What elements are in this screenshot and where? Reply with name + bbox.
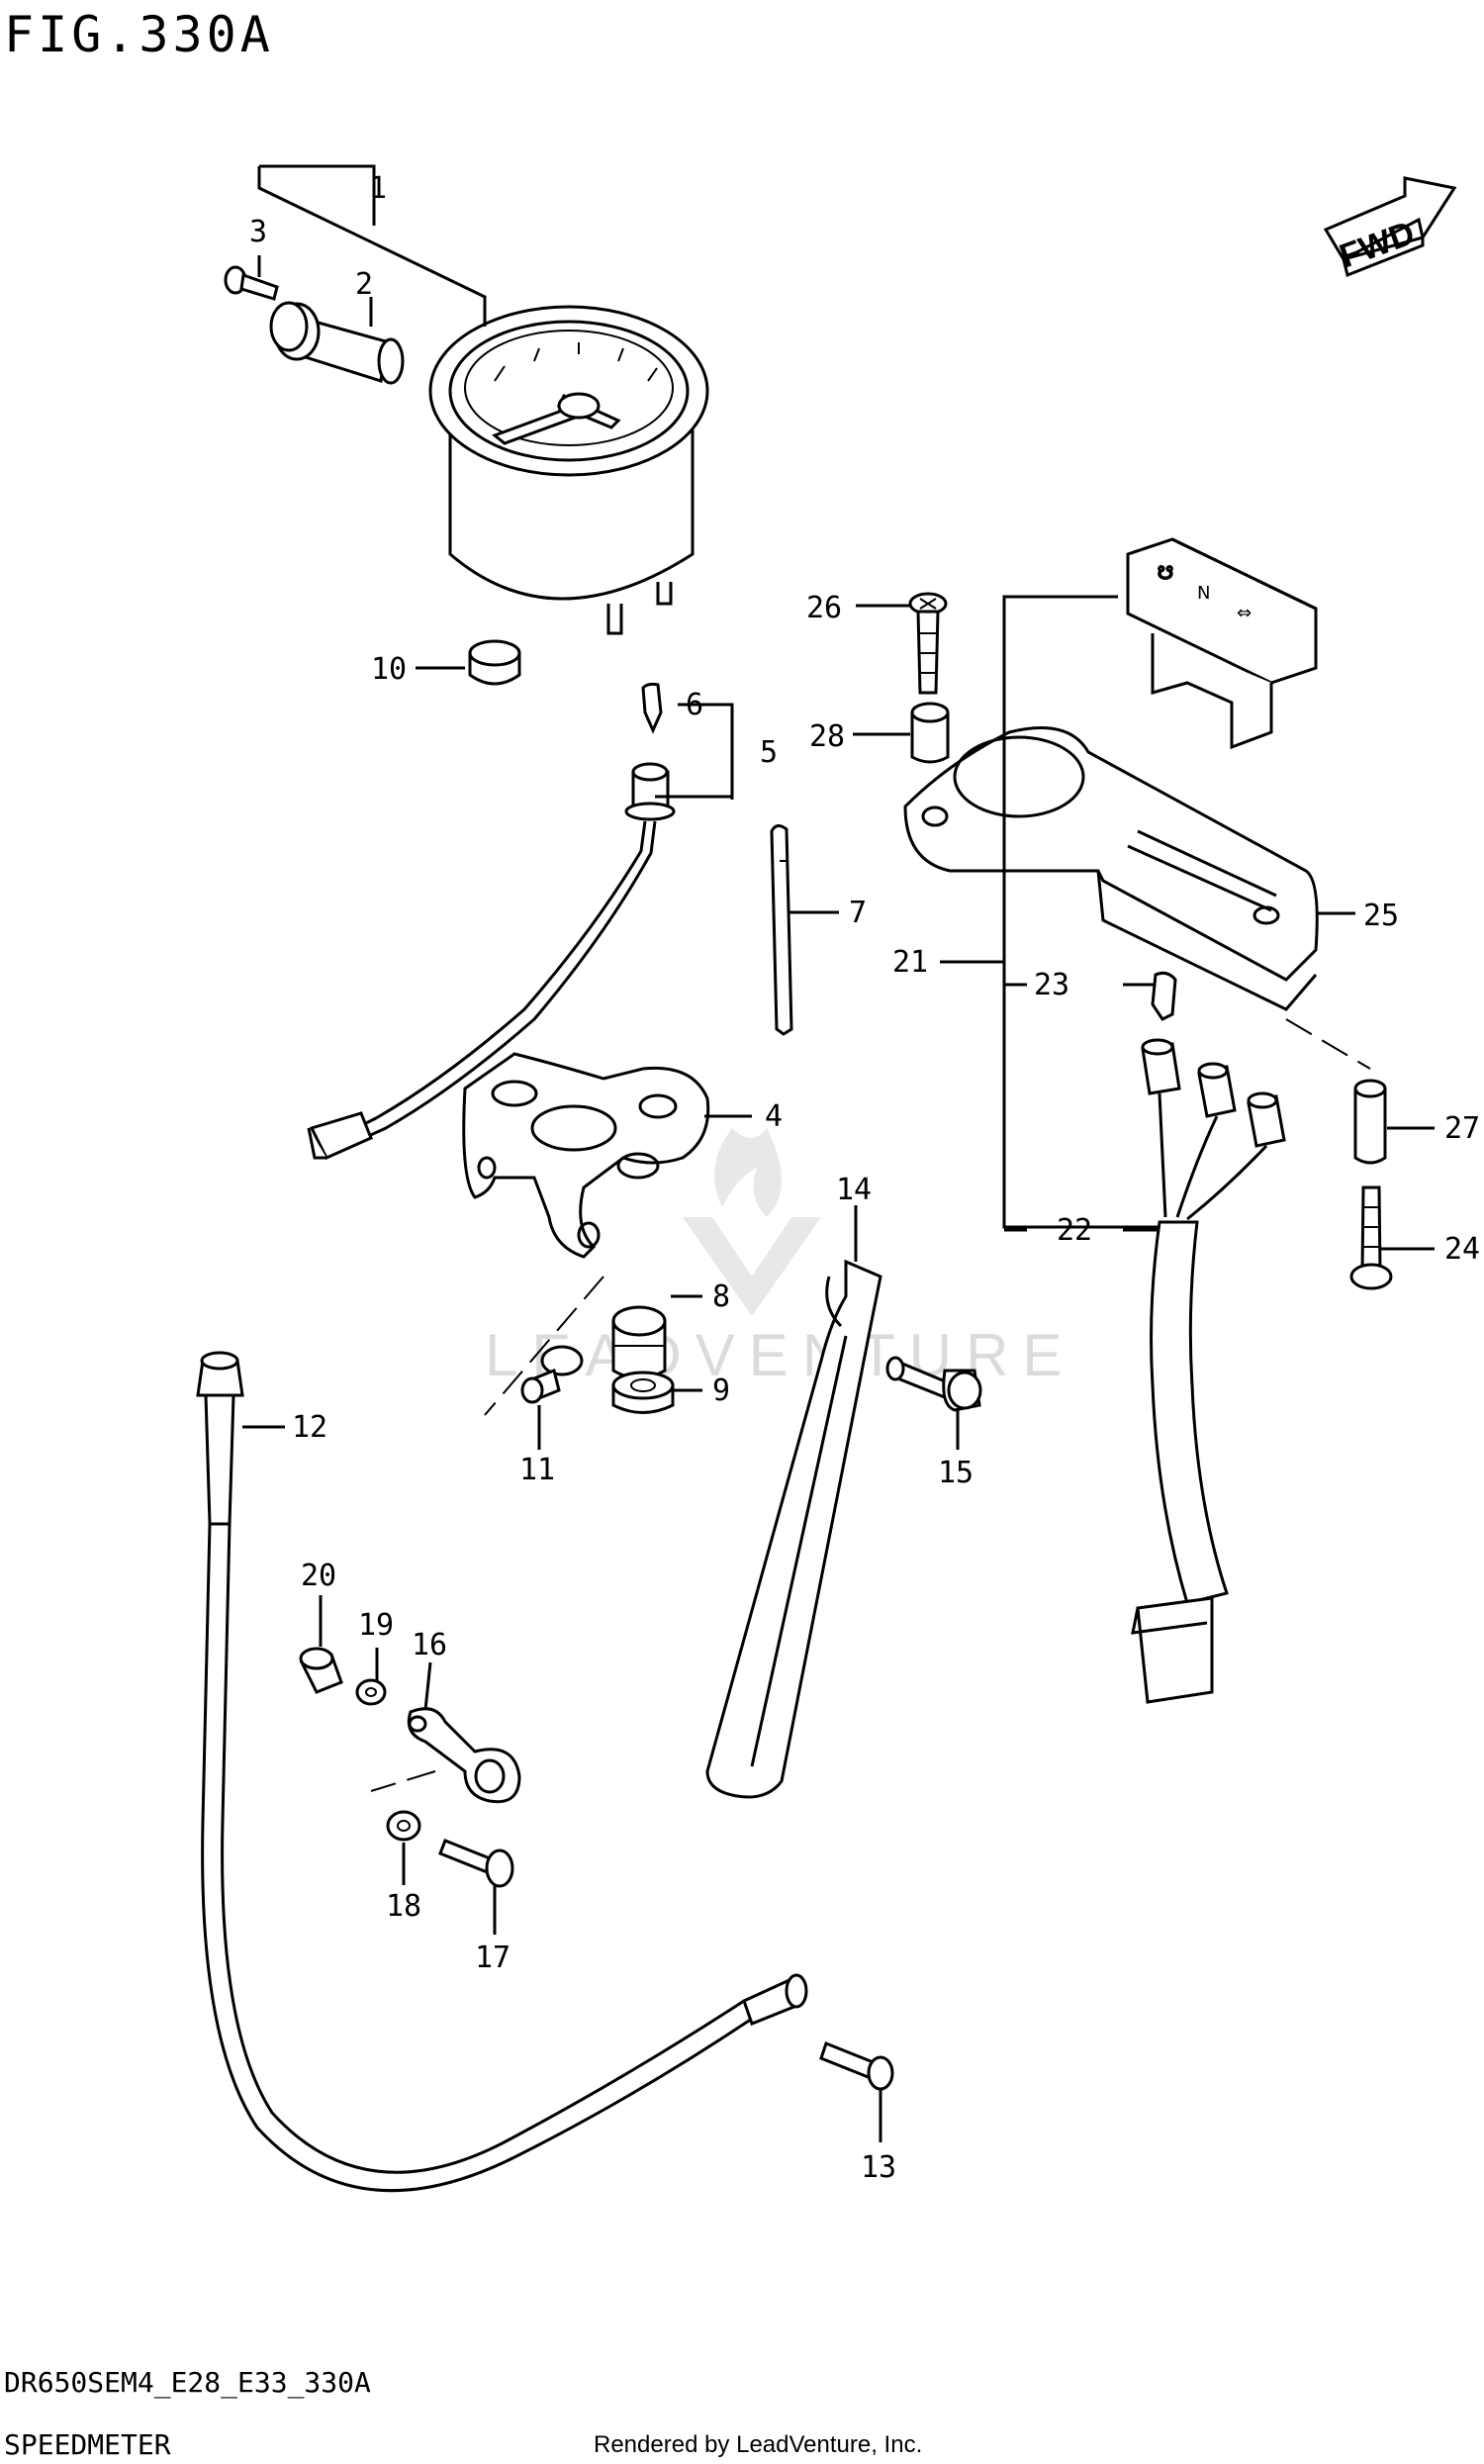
callout-4: 4 — [765, 1099, 783, 1134]
callout-12: 12 — [292, 1410, 327, 1445]
callout-labels: 1 2 3 4 5 6 7 8 9 10 11 12 13 14 15 16 1… — [249, 171, 1480, 2185]
indicator-symbol-1: ☋ — [1158, 563, 1173, 584]
callout-22: 22 — [1057, 1213, 1092, 1248]
callout-6: 6 — [686, 688, 703, 722]
spacer-28-part — [910, 702, 950, 764]
callout-10: 10 — [371, 652, 407, 687]
washer-19-part — [355, 1678, 387, 1706]
callout-17: 17 — [475, 1941, 510, 1975]
meter-stay-part — [705, 1259, 882, 1799]
callout-24: 24 — [1444, 1232, 1480, 1267]
cap-part — [468, 639, 521, 686]
callout-8: 8 — [712, 1279, 730, 1314]
callout-16: 16 — [412, 1628, 447, 1662]
nut-20-part — [299, 1647, 343, 1694]
callout-26: 26 — [806, 591, 842, 625]
callout-20: 20 — [301, 1559, 336, 1593]
callout-5: 5 — [760, 735, 778, 770]
callout-21: 21 — [892, 945, 928, 980]
tie-strap-part — [770, 824, 793, 1036]
indicator-housing-part — [903, 726, 1319, 1011]
meter-bracket-part — [462, 1052, 710, 1416]
fwd-arrow-icon: FWD — [1323, 176, 1457, 278]
grommet-part — [611, 1305, 667, 1379]
callout-9: 9 — [712, 1374, 730, 1408]
callout-11: 11 — [519, 1453, 555, 1487]
indicator-symbol-2: N — [1197, 583, 1210, 604]
bulb-part — [641, 682, 663, 734]
indicator-symbol-3: ⇔ — [1237, 603, 1252, 623]
model-code: DR650SEM4_E28_E33_330A — [4, 2366, 371, 2400]
callout-27: 27 — [1444, 1111, 1480, 1146]
leader-lines — [242, 164, 1435, 2142]
bracket-bolt-part — [520, 1345, 584, 1404]
small-screw-part — [224, 265, 279, 301]
cable-guide-part — [370, 1707, 521, 1804]
callout-1: 1 — [369, 171, 387, 206]
cable-screw-part — [819, 2041, 894, 2091]
nut-part — [611, 1371, 675, 1414]
indicator-bulb-part — [1151, 971, 1177, 1021]
section-name: SPEEDMETER — [4, 2428, 171, 2461]
screw-17-part — [438, 1839, 514, 1888]
stay-bolt-part — [885, 1356, 982, 1412]
rendered-by: Rendered by LeadVenture, Inc. — [594, 2431, 922, 2458]
callout-3: 3 — [249, 215, 267, 249]
indicator-screw-part — [908, 592, 948, 695]
indicator-lens-part: ☋ N ⇔ — [1126, 537, 1318, 750]
callout-14: 14 — [836, 1173, 872, 1207]
callout-18: 18 — [386, 1889, 421, 1924]
callout-13: 13 — [861, 2150, 896, 2185]
speedometer-gauge-part — [428, 305, 709, 635]
callout-7: 7 — [849, 896, 867, 930]
callout-15: 15 — [938, 1456, 974, 1490]
callout-19: 19 — [358, 1608, 394, 1643]
speedometer-cable-part — [196, 1351, 808, 2193]
trip-knob-part — [269, 301, 405, 385]
washer-18-part — [386, 1810, 421, 1842]
callout-2: 2 — [355, 267, 373, 302]
indicator-harness-part — [1131, 1038, 1286, 1704]
callout-23: 23 — [1034, 968, 1069, 1002]
callout-25: 25 — [1363, 899, 1399, 933]
housing-screw-part — [1349, 1185, 1393, 1290]
callout-28: 28 — [809, 719, 845, 754]
figure-title: FIG.330A — [4, 6, 274, 63]
spacer-27-part — [1285, 1018, 1387, 1165]
